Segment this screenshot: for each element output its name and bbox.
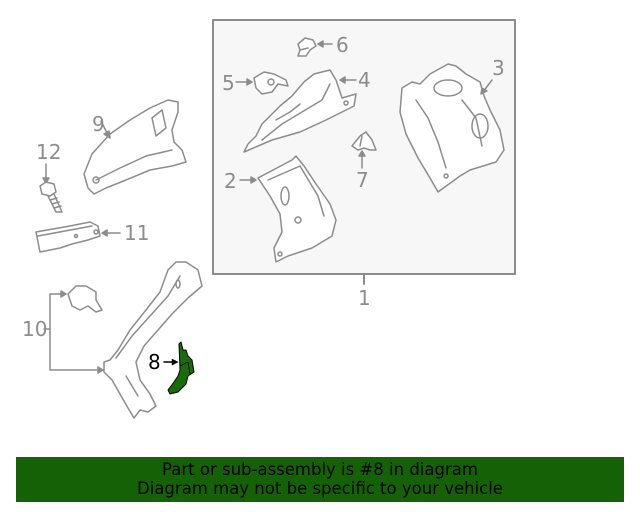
callout-11: 11 xyxy=(124,221,150,245)
callout-1: 1 xyxy=(358,286,371,310)
callout-3: 3 xyxy=(492,56,505,80)
part-9[interactable] xyxy=(83,99,187,195)
callout-5: 5 xyxy=(222,71,235,95)
part-6[interactable] xyxy=(297,37,333,57)
part-4[interactable] xyxy=(243,69,357,153)
callout-4: 4 xyxy=(358,68,371,92)
callout-8: 8 xyxy=(148,350,161,374)
part-info-banner: Part or sub-assembly is #8 in diagram Di… xyxy=(16,457,624,502)
part-8-highlighted[interactable] xyxy=(163,341,195,395)
callout-6: 6 xyxy=(336,33,349,57)
banner-line-1: Part or sub-assembly is #8 in diagram xyxy=(162,460,478,479)
part-3[interactable] xyxy=(399,63,505,193)
part-7[interactable] xyxy=(351,131,377,169)
callout-12: 12 xyxy=(36,140,62,164)
callout-10: 10 xyxy=(22,317,48,341)
part-2[interactable] xyxy=(239,155,337,263)
part-10[interactable] xyxy=(43,261,203,419)
callout-9: 9 xyxy=(92,112,105,136)
part-12[interactable] xyxy=(39,163,63,213)
callout-2: 2 xyxy=(224,169,237,193)
part-5[interactable] xyxy=(235,71,289,95)
banner-line-2: Diagram may not be specific to your vehi… xyxy=(137,479,503,498)
parts-diagram: 1 2 3 4 5 6 7 8 9 10 11 12 xyxy=(22,19,516,419)
callout-7: 7 xyxy=(356,168,369,192)
part-11[interactable] xyxy=(35,221,121,253)
